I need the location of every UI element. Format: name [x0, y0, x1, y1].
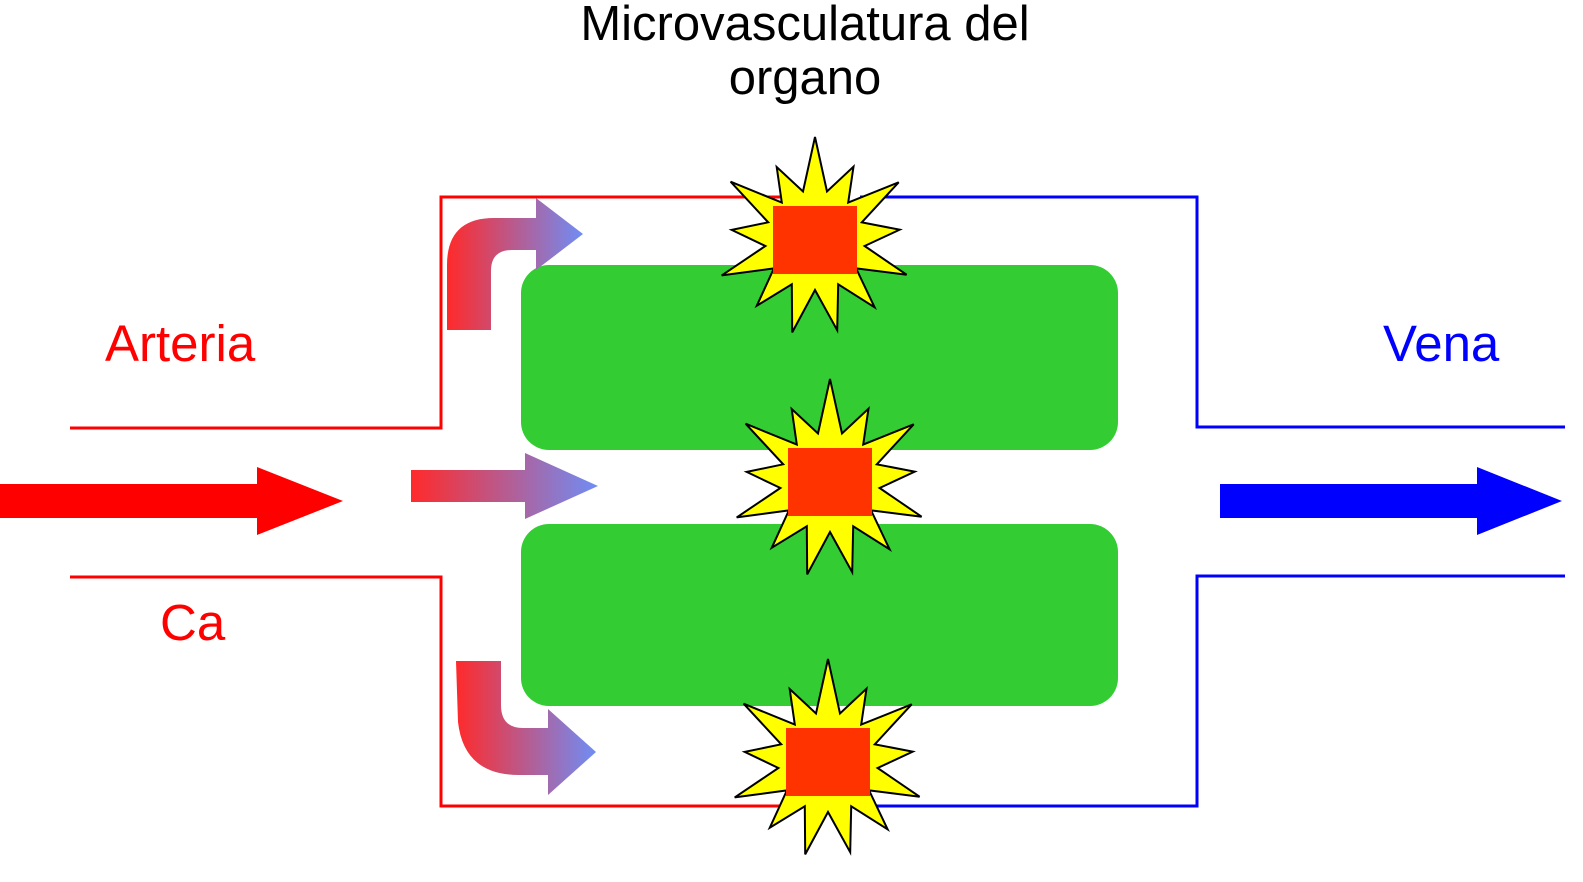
exchange-site-bottom-starburst-icon: [734, 658, 921, 856]
venous-outflow-arrow-icon: [1220, 467, 1562, 535]
starburst-core-square: [773, 206, 857, 274]
arterial-inflow-arrow-icon: [0, 467, 343, 535]
artery-label: Arteria: [105, 315, 256, 372]
exchange-site-layer: [721, 136, 923, 856]
capillary-flow-arrow-upper-icon: [447, 198, 583, 330]
tissue-block-lower: [521, 524, 1118, 706]
exchange-site-top-starburst-icon: [721, 136, 908, 334]
vein-vessel-top-wall: [860, 195, 1565, 429]
arterial-concentration-label: Ca: [160, 594, 226, 651]
vein-label: Vena: [1383, 315, 1500, 372]
vein-vessel-bottom-wall: [860, 574, 1565, 808]
tissue-block-upper: [521, 265, 1118, 450]
capillary-flow-arrow-middle-icon: [411, 453, 598, 519]
artery-vessel-top-wall: [70, 195, 780, 430]
exchange-site-middle-starburst-icon: [736, 378, 923, 576]
diagram-title-line-2: organo: [728, 51, 882, 105]
diagram-title-line-1: Microvasculatura del: [580, 0, 1030, 51]
artery-vessel-bottom-wall: [70, 575, 780, 808]
starburst-core-square: [786, 728, 870, 796]
starburst-core-square: [788, 448, 872, 516]
capillary-flow-arrow-lower-icon: [456, 661, 596, 795]
